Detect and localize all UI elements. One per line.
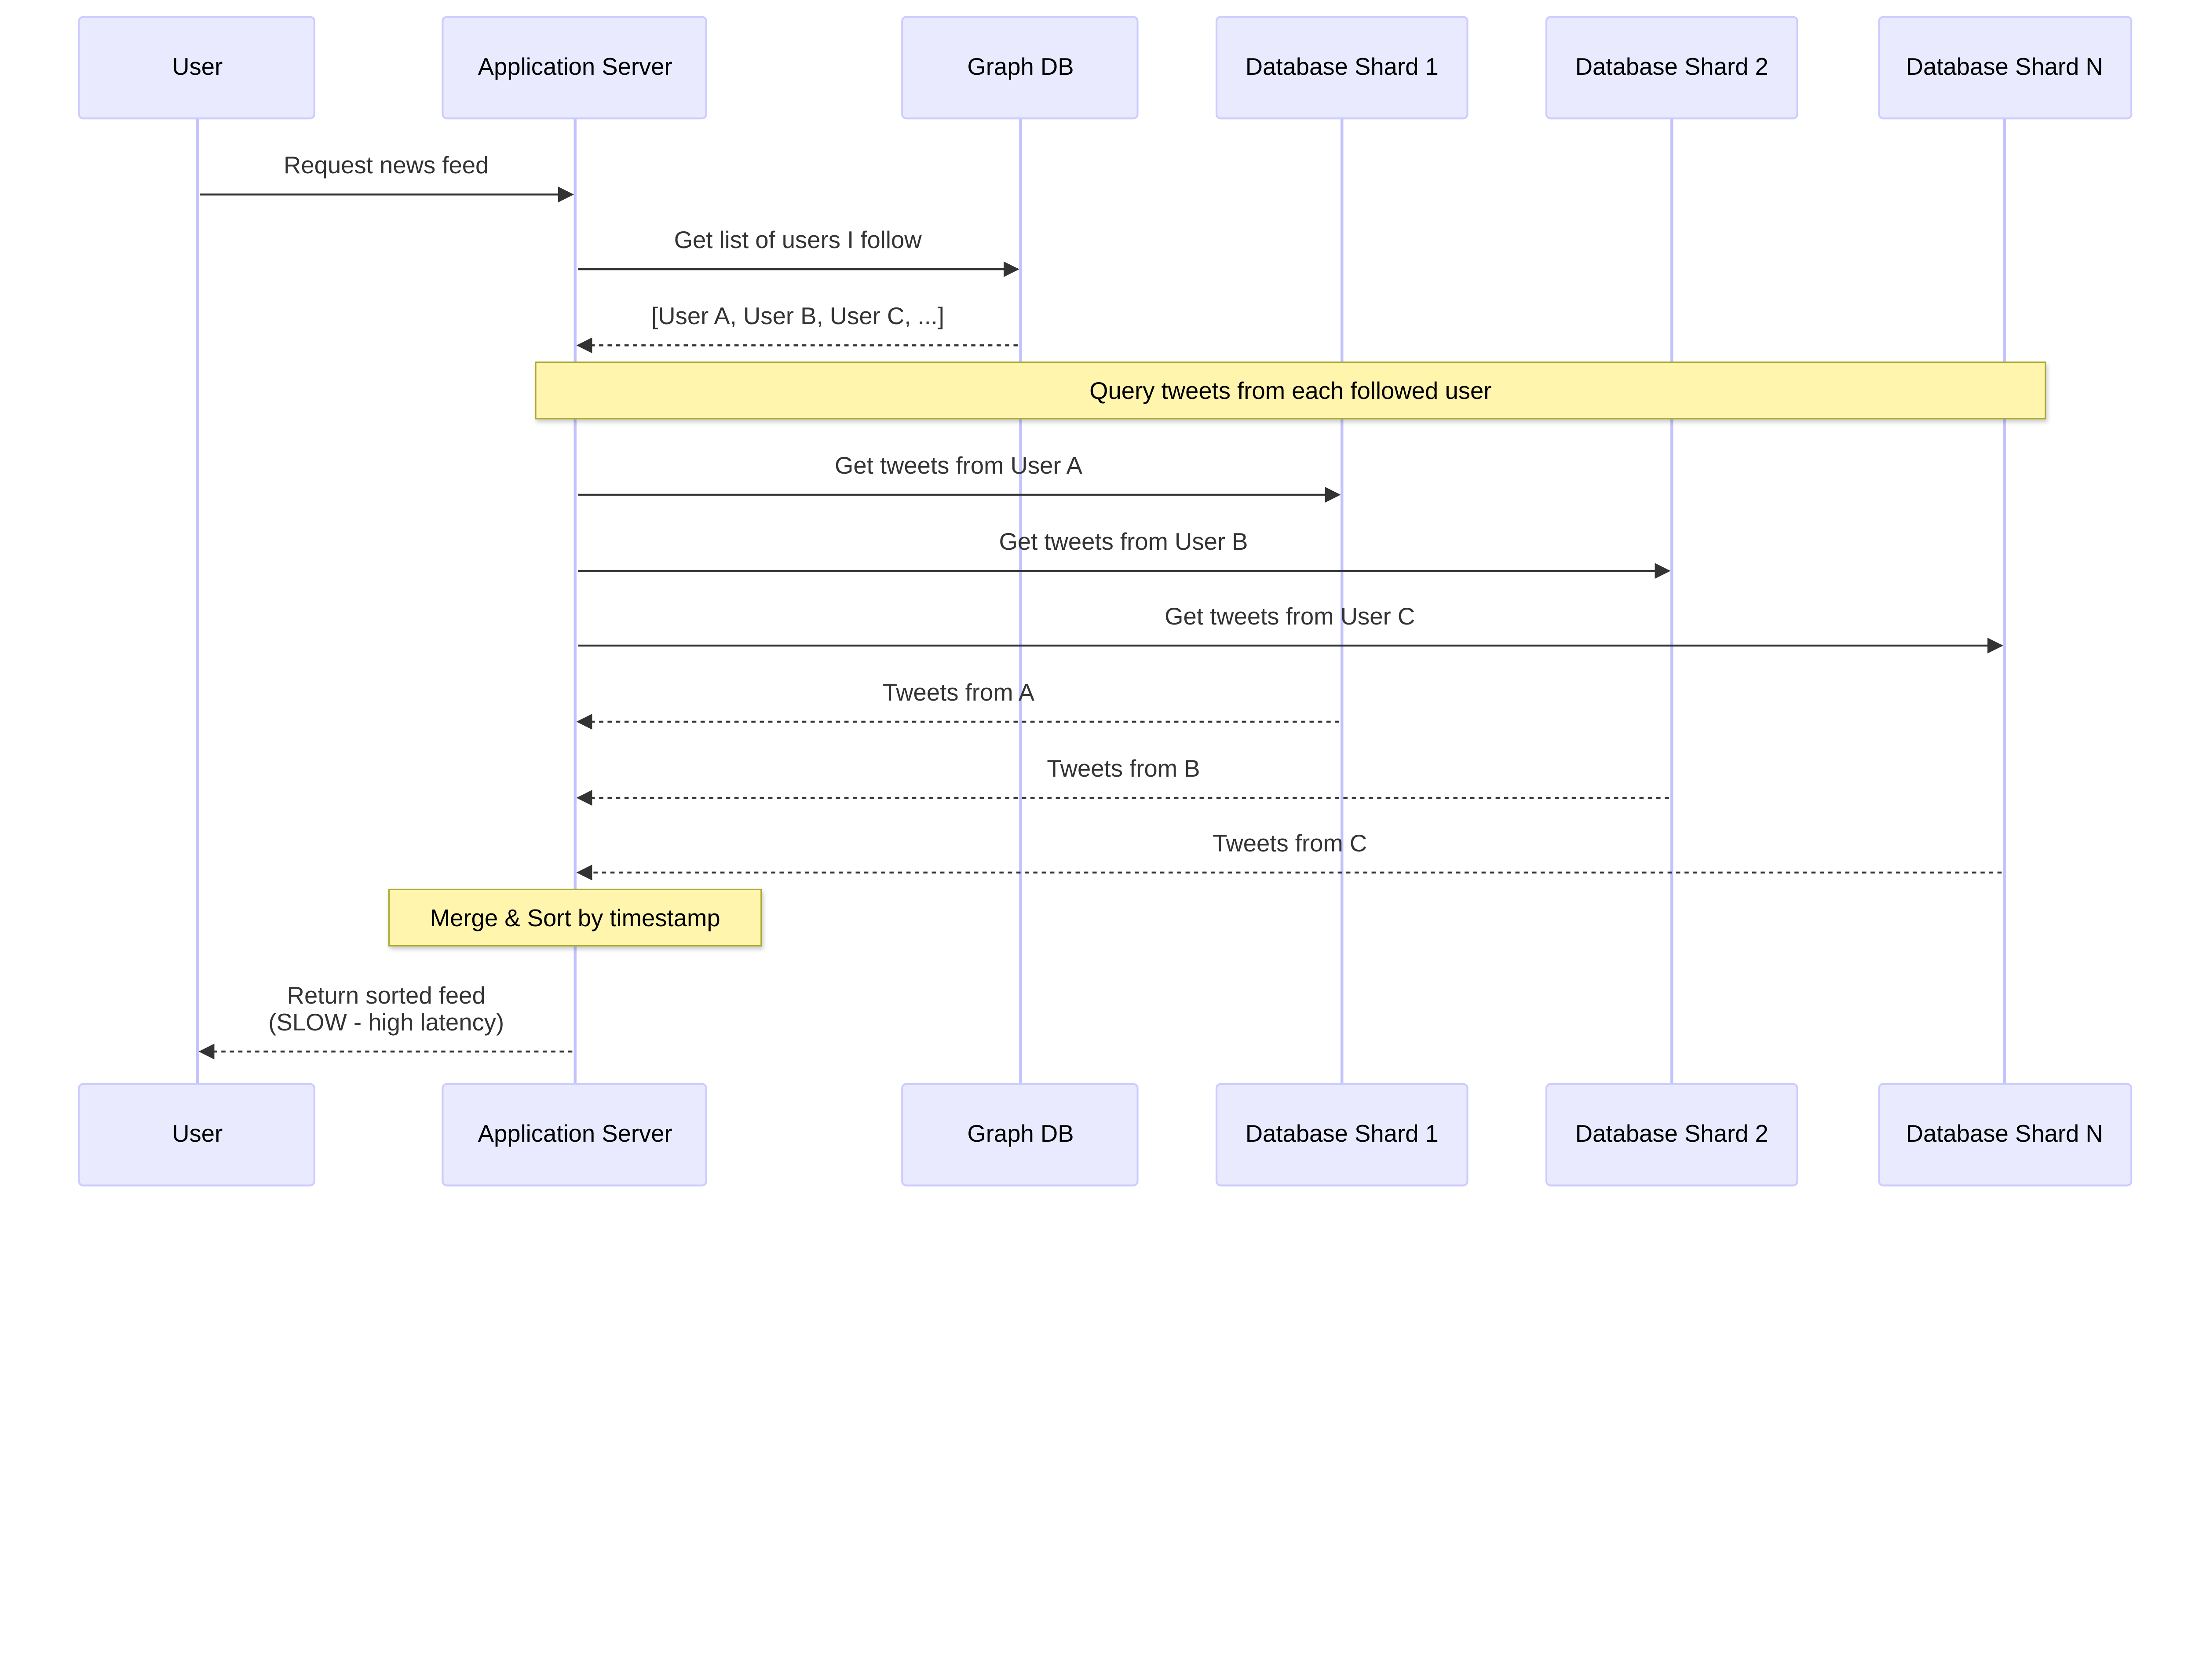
message: Get list of users I follow — [578, 226, 1019, 278]
actor-box-top: User — [78, 16, 315, 120]
message: Request news feed — [200, 152, 574, 203]
actor-label: Database Shard N — [1906, 1120, 2103, 1147]
actor-label: Graph DB — [967, 1120, 1074, 1147]
actor-box-top: Application Server — [442, 16, 707, 120]
message-label: [User A, User B, User C, ...] — [651, 303, 944, 329]
message: Return sorted feed(SLOW - high latency) — [198, 982, 573, 1059]
actor-box-top: Database Shard N — [1878, 16, 2133, 120]
note-text: Query tweets from each followed user — [1089, 377, 1491, 404]
actor-label: Graph DB — [967, 53, 1074, 80]
message-label: Return sorted feed — [287, 982, 486, 1009]
note: Merge & Sort by timestamp — [388, 888, 762, 947]
message-label: Get list of users I follow — [674, 226, 922, 253]
message: Tweets from C — [576, 830, 2002, 880]
actor-label: Database Shard N — [1906, 53, 2103, 80]
actor-box-bottom: Database Shard 2 — [1545, 1083, 1798, 1187]
message: Tweets from B — [576, 755, 1669, 806]
actor-label: User — [172, 1120, 223, 1147]
actor-label: Database Shard 1 — [1246, 53, 1439, 80]
actor-box-bottom: Database Shard N — [1878, 1083, 2133, 1187]
actor-box-top: Database Shard 1 — [1215, 16, 1468, 120]
message-label: Get tweets from User A — [835, 452, 1083, 479]
actor-box-bottom: Graph DB — [901, 1083, 1139, 1187]
message-label: Request news feed — [284, 152, 489, 179]
actor-label: Database Shard 1 — [1246, 1120, 1439, 1147]
actor-box-top: Database Shard 2 — [1545, 16, 1798, 120]
actor-box-bottom: Application Server — [442, 1083, 707, 1187]
message-label: Tweets from C — [1213, 830, 1367, 857]
actor-box-bottom: User — [78, 1083, 315, 1187]
actor-label: Database Shard 2 — [1575, 1120, 1768, 1147]
note: Query tweets from each followed user — [535, 362, 2046, 420]
message: Get tweets from User A — [578, 452, 1341, 503]
message-label: Get tweets from User C — [1165, 603, 1415, 630]
message-label: Tweets from A — [883, 679, 1035, 706]
actor-box-bottom: Database Shard 1 — [1215, 1083, 1468, 1187]
actor-box-top: Graph DB — [901, 16, 1139, 120]
actor-label: Application Server — [478, 53, 672, 80]
message-label: Tweets from B — [1047, 755, 1200, 782]
actor-label: Database Shard 2 — [1575, 53, 1768, 80]
note-text: Merge & Sort by timestamp — [430, 905, 720, 931]
message-label: Get tweets from User B — [999, 528, 1248, 555]
message: Get tweets from User C — [578, 603, 2003, 654]
actor-label: User — [172, 53, 223, 80]
message: Get tweets from User B — [578, 528, 1671, 579]
actor-label: Application Server — [478, 1120, 672, 1147]
message: Tweets from A — [576, 679, 1339, 730]
message: [User A, User B, User C, ...] — [576, 303, 1018, 354]
message-label: (SLOW - high latency) — [268, 1009, 504, 1036]
